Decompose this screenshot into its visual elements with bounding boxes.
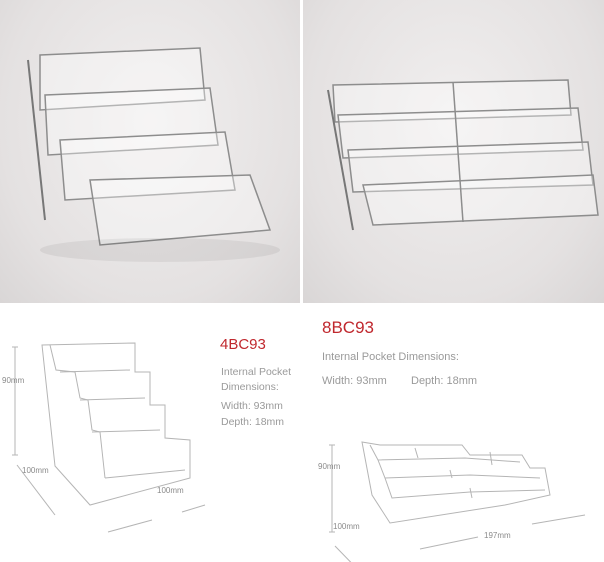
dim-height-8bc93: 90mm: [318, 462, 341, 471]
dim-depth-4bc93: 100mm: [22, 466, 49, 475]
pocket-label-line1: Internal Pocket: [221, 366, 292, 378]
diagram-8bc93: [329, 441, 586, 562]
dim-depth-8bc93: 100mm: [333, 522, 360, 531]
acrylic-holder-8-pocket: [327, 79, 599, 231]
diagram-4bc93: [12, 342, 206, 533]
pocket-width: Width: 93mm: [322, 375, 387, 387]
dim-width-8bc93: 197mm: [484, 531, 511, 540]
photo-4-tier-holder: [0, 0, 300, 303]
pocket-width: Width: 93mm: [221, 400, 283, 412]
product-code-4bc93: 4BC93: [220, 336, 266, 353]
pocket-depth: Depth: 18mm: [411, 375, 478, 387]
pocket-label: Internal Pocket Dimensions:: [322, 351, 459, 363]
pocket-depth: Depth: 18mm: [221, 416, 285, 428]
photo-8-pocket-holder: [303, 0, 604, 303]
dim-height-4bc93: 90mm: [2, 376, 25, 385]
dim-width-4bc93: 100mm: [157, 486, 184, 495]
acrylic-holder-4-tier: [27, 47, 280, 262]
pocket-label-line2: Dimensions:: [221, 381, 279, 393]
product-code-8bc93: 8BC93: [322, 318, 374, 337]
